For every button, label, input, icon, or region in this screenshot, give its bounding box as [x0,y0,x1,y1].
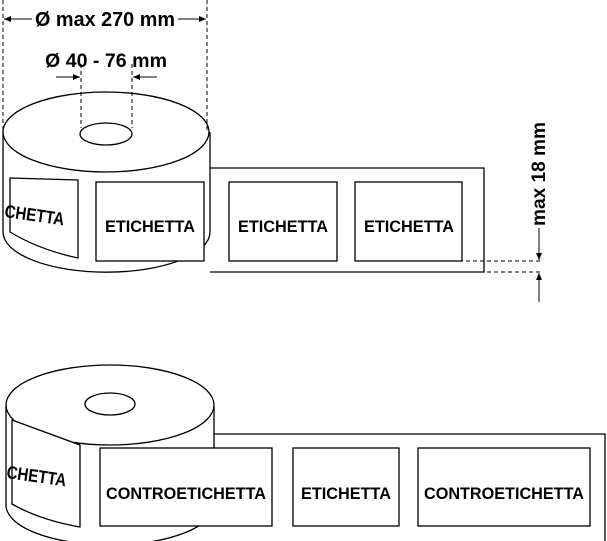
top-label-text-1: ETICHETTA [105,217,195,236]
gap-arrow-top [536,253,542,260]
bottom-label-text-1: CONTROETICHETTA [106,484,266,503]
dimension-arrowheads [4,16,542,280]
top-label-box-1 [95,181,205,262]
outer-diameter-label: Ø max 270 mm [35,9,175,31]
core-diameter-arrow-right [133,74,140,80]
outer-diameter-arrow-right [199,16,206,22]
bottom-roll-core [84,392,136,416]
label-gap-label: max 18 mm [529,122,550,226]
top-roll [2,91,485,273]
outer-diameter-arrow-left [4,16,11,22]
core-diameter-arrow-left [73,74,80,80]
top-label-text-3: ETICHETTA [364,217,454,236]
top-roll-core [79,122,133,146]
core-diameter-label: Ø 40 - 76 mm [45,51,167,72]
bottom-roll-side-label [11,419,81,528]
bottom-label-box-3 [417,447,591,527]
bottom-label-box-1 [99,447,273,527]
dimension-lines [2,0,540,302]
gap-arrow-bottom [536,273,542,280]
bottom-roll [5,364,606,541]
top-roll-side-label [9,177,79,259]
top-label-text-2: ETICHETTA [238,217,328,236]
bottom-label-text-3: CONTROETICHETTA [424,484,584,503]
bottom-label-text-2: ETICHETTA [301,484,391,503]
top-label-box-2 [228,181,338,262]
top-label-box-3 [354,181,463,262]
bottom-label-box-2 [292,447,400,527]
